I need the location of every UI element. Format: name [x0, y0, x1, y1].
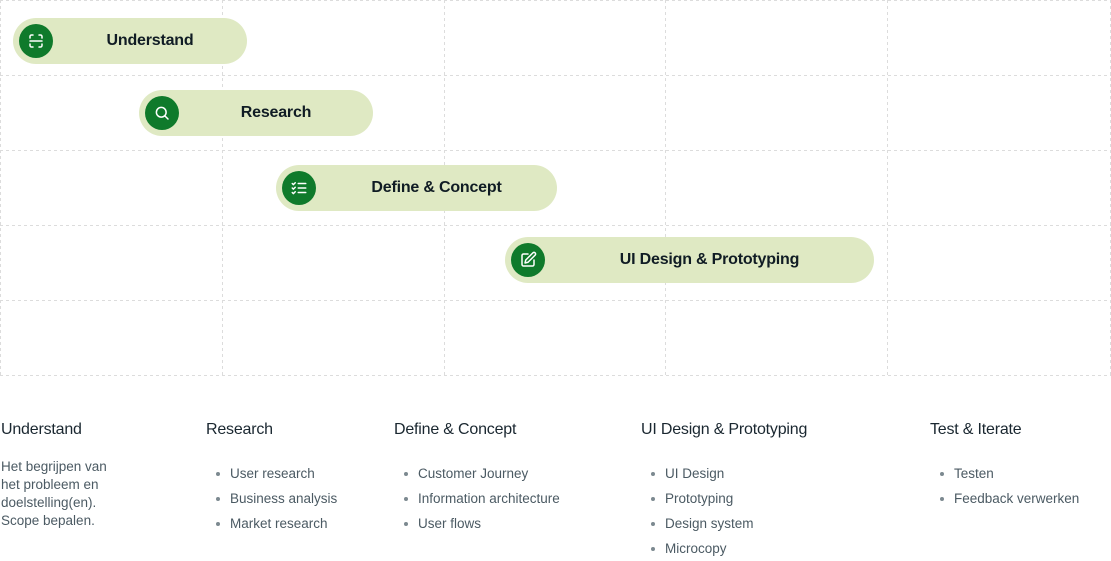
- phase-pill-label: UI Design & Prototyping: [619, 251, 800, 268]
- list-item: Testen: [930, 461, 1079, 486]
- column-research: Research User research Business analysis…: [206, 421, 337, 536]
- phase-pill-ui-design: UI Design & Prototyping: [505, 237, 874, 283]
- list-item: Prototyping: [641, 486, 807, 511]
- list-item: Business analysis: [206, 486, 337, 511]
- column-title: UI Design & Prototyping: [641, 421, 808, 438]
- scan-icon: [19, 24, 53, 58]
- column-title: Research: [206, 421, 273, 438]
- column-ui-design: UI Design & Prototyping UI Design Protot…: [641, 421, 807, 561]
- edit-icon: [511, 243, 545, 277]
- column-description: Het begrijpen van het probleem en doelst…: [1, 459, 107, 528]
- list-item: Customer Journey: [394, 461, 560, 486]
- list-item: Microcopy: [641, 536, 807, 561]
- list-item: UI Design: [641, 461, 807, 486]
- list-check-icon: [282, 171, 316, 205]
- list-item: Feedback verwerken: [930, 486, 1079, 511]
- column-list: User research Business analysis Market r…: [206, 461, 337, 536]
- column-test-iterate: Test & Iterate Testen Feedback verwerken: [930, 421, 1079, 511]
- list-item: Market research: [206, 511, 337, 536]
- column-title: Understand: [1, 421, 82, 438]
- phase-pill-research: Research: [139, 90, 373, 136]
- column-title: Define & Concept: [394, 421, 517, 438]
- column-title: Test & Iterate: [930, 421, 1022, 438]
- phase-pill-define-concept: Define & Concept: [276, 165, 557, 211]
- list-item: User research: [206, 461, 337, 486]
- column-understand: Understand Het begrijpen van het problee…: [1, 421, 119, 530]
- column-list: Customer Journey Information architectur…: [394, 461, 560, 536]
- phase-pill-label: Research: [240, 104, 312, 121]
- search-icon: [145, 96, 179, 130]
- list-item: Design system: [641, 511, 807, 536]
- column-list: Testen Feedback verwerken: [930, 461, 1079, 511]
- column-list: UI Design Prototyping Design system Micr…: [641, 461, 807, 561]
- phase-pill-label: Define & Concept: [371, 179, 502, 196]
- list-item: Information architecture: [394, 486, 560, 511]
- list-item: User flows: [394, 511, 560, 536]
- phase-pill-understand: Understand: [13, 18, 247, 64]
- column-define-concept: Define & Concept Customer Journey Inform…: [394, 421, 560, 536]
- phase-pill-label: Understand: [106, 32, 194, 49]
